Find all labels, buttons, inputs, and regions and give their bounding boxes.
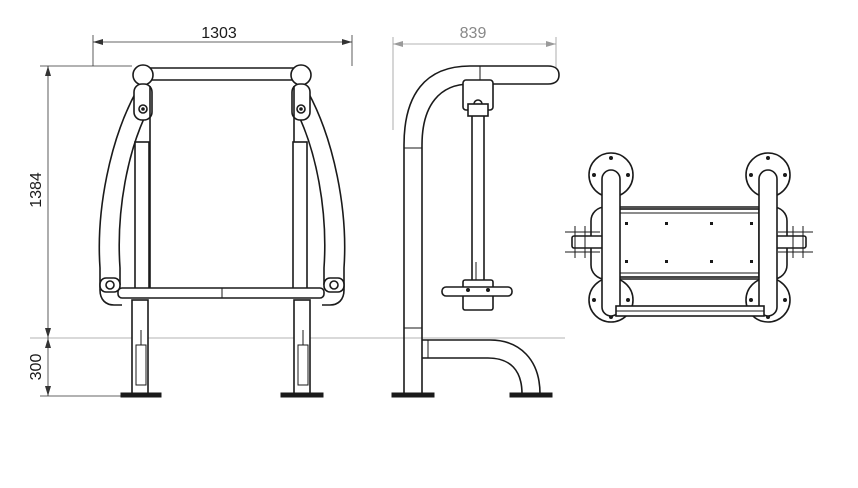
side-depth-dimension: 839 (392, 24, 557, 130)
seat-height-label: 300 (28, 354, 45, 381)
top-left-pivot (565, 226, 605, 258)
side-rear-base-plate (509, 392, 553, 398)
side-front-base-plate (391, 392, 435, 398)
side-foot-bar (441, 286, 513, 297)
right-pivot-bracket (291, 83, 311, 121)
seat-height-dimension: 300 (28, 338, 51, 396)
total-height-dimension: 1384 (28, 65, 132, 397)
right-curved-arm (307, 91, 346, 306)
left-post-upper (134, 141, 150, 291)
side-main-post (403, 65, 560, 394)
top-left-tube (601, 169, 621, 317)
top-right-cap (290, 64, 312, 86)
platform-bolt-holes (625, 222, 753, 263)
left-base-plate (120, 392, 162, 398)
front-view: 1303 1384 300 (28, 24, 353, 398)
top-foot-platform (618, 208, 760, 278)
top-right-tube (758, 169, 778, 317)
top-view (565, 152, 813, 323)
side-lower-leg (422, 339, 541, 395)
side-view: 839 (391, 24, 560, 398)
front-width-label: 1303 (201, 25, 237, 42)
foot-platform (117, 287, 325, 299)
front-width-dimension: 1303 (92, 24, 353, 66)
total-height-label: 1384 (28, 172, 45, 208)
left-curved-arm (98, 91, 137, 306)
right-base-plate (280, 392, 324, 398)
right-post-upper (292, 141, 308, 291)
top-left-cap (132, 64, 154, 86)
top-right-pivot (773, 226, 813, 258)
left-pivot-bracket (133, 83, 153, 121)
side-depth-label: 839 (460, 25, 487, 42)
top-crossbar (141, 67, 303, 81)
